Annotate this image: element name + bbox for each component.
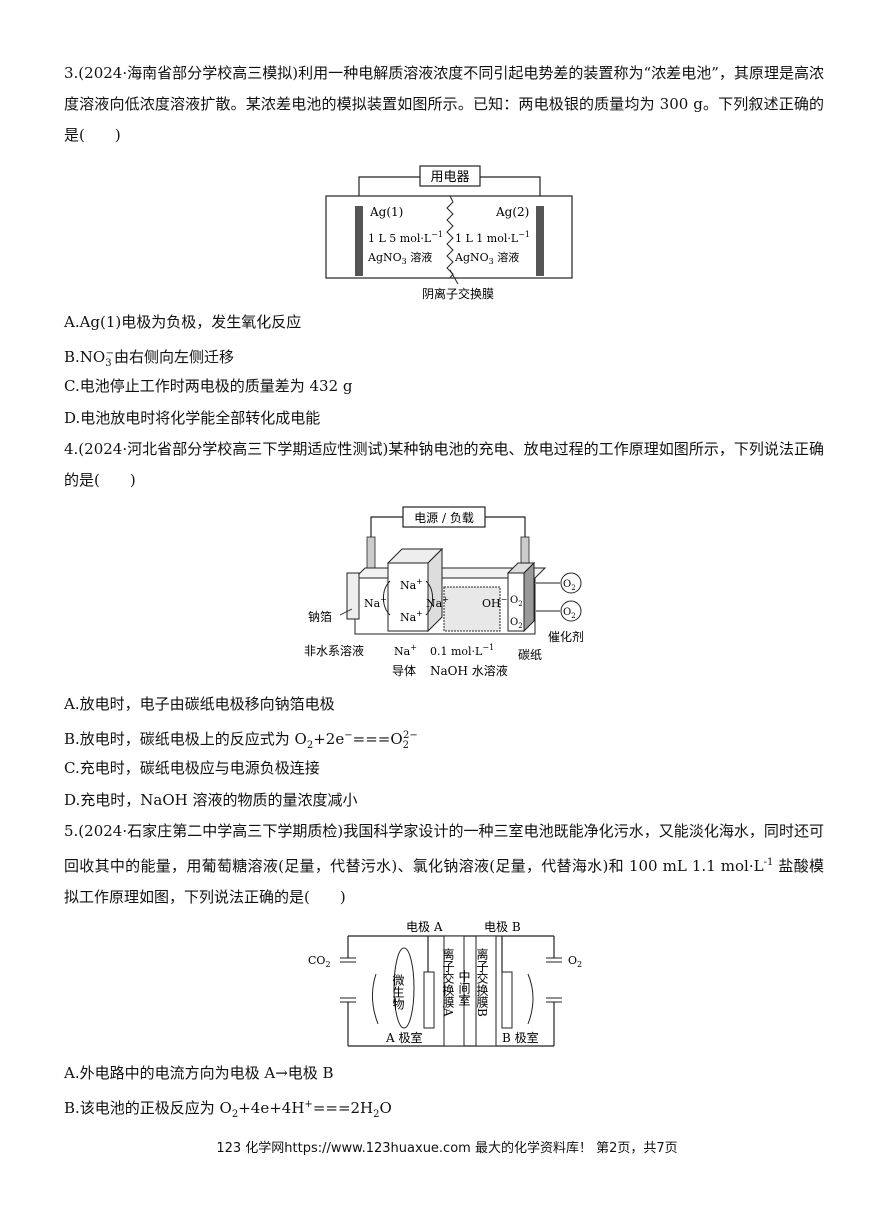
electrode-ag2-label: Ag(2): [495, 205, 529, 219]
carbon-paper-label: 碳纸: [518, 648, 542, 662]
room-b-label: B 极室: [502, 1030, 539, 1045]
na-ion-right: Na+: [426, 595, 449, 610]
na-ion-left: Na+: [364, 595, 387, 610]
q4-option-d: D.充电时，NaOH 溶液的物质的量浓度减小: [64, 791, 358, 809]
right-solution: AgNO3 溶液: [454, 250, 519, 266]
catalyst-label: 催化剂: [548, 629, 584, 644]
q5-option-b: B.该电池的正极反应为 O2+4e+4H+===2H2O: [64, 1099, 392, 1120]
conductor-label: 导体: [392, 664, 416, 678]
question-4-stem: 4.(2024·河北省部分学校高三下学期适应性测试)某种钠电池的充电、放电过程的…: [64, 440, 824, 489]
membrane-a-label: 离子交换膜A: [441, 947, 455, 1017]
sodium-battery-diagram: 电源 / 负载 Na+ Na+ Na+ Na+ OH− O2 O2 O2 O2 …: [304, 506, 584, 678]
electrode-a-label: 电极 A: [406, 920, 443, 934]
question-3-stem: 3.(2024·海南省部分学校高三模拟)利用一种电解质溶液浓度不同引起电势差的装…: [64, 64, 824, 144]
naoh-solution-label: NaOH 水溶液: [430, 663, 508, 678]
q4-option-a: A.放电时，电子由碳纸电极移向钠箔电极: [64, 695, 335, 713]
q3-option-d: D.电池放电时将化学能全部转化成电能: [64, 409, 321, 427]
question-5-stem: 5.(2024·石家庄第二中学高三下学期质检)我国科学家设计的一种三室电池既能净…: [64, 822, 824, 906]
o2-outer-bottom: O2: [563, 607, 576, 620]
co2-label: CO2: [308, 954, 331, 969]
membrane-b-label: 离子交换膜B: [475, 947, 489, 1017]
page-footer: 123 化学网https://www.123huaxue.com 最大的化学资料…: [216, 1141, 678, 1156]
q3-option-c: C.电池停止工作时两电极的质量差为 432 g: [64, 377, 353, 395]
electrode-ag1-label: Ag(1): [369, 205, 403, 219]
naoh-concentration: 0.1 mol·L−1: [430, 643, 494, 658]
q3-option-b: B.NO3−由右侧向左侧迁移: [64, 348, 234, 369]
left-solution: AgNO3 溶液: [367, 250, 432, 266]
q4-option-c: C.充电时，碳纸电极应与电源负极连接: [64, 759, 320, 777]
room-a-label: A 极室: [385, 1030, 422, 1045]
right-concentration: 1 L 1 mol·L−1: [455, 230, 530, 245]
na-ion-top: Na+: [400, 577, 423, 592]
q5-option-a: A.外电路中的电流方向为电极 A→电极 B: [64, 1064, 334, 1082]
left-concentration: 1 L 5 mol·L−1: [368, 230, 443, 245]
q4-option-b: B.放电时，碳纸电极上的反应式为 O2+2e−===O22−: [64, 730, 418, 751]
o2-outer-top: O2: [563, 579, 576, 592]
o2-inner-top: O2: [510, 595, 523, 608]
o2-inner-bottom: O2: [510, 617, 523, 630]
microbe-label: 微生物: [391, 974, 405, 1010]
o2-label: O2: [568, 954, 582, 969]
middle-chamber-label: 中间室: [457, 969, 471, 1006]
q3-option-a: A.Ag(1)电极为负极，发生氧化反应: [64, 313, 302, 331]
concentration-cell-diagram: 用电器 Ag(1) Ag(2) 1 L 5 mol·L−1 1 L 1 mol·…: [325, 165, 573, 301]
sodium-foil-label: 钠箔: [308, 609, 332, 624]
nonaqueous-label: 非水系溶液: [304, 643, 364, 658]
power-load-label: 电源 / 负载: [414, 511, 474, 525]
na-ion-bottom: Na+: [400, 609, 423, 624]
hydroxide-ion: OH−: [482, 595, 507, 610]
membrane-label: 阴离子交换膜: [422, 286, 494, 301]
device-label: 用电器: [430, 170, 469, 185]
electrode-b-label: 电极 B: [484, 920, 521, 934]
conductor-na-label: Na+: [394, 643, 417, 658]
three-chamber-cell-diagram: 电极 A 电极 B CO2 O2 微生物 离子交换膜A 中间室 离子交换膜B A…: [308, 920, 582, 1047]
